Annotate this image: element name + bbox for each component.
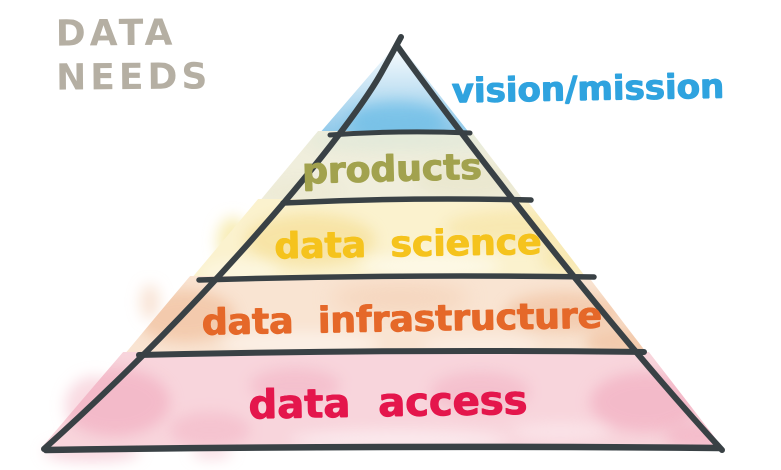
divider-products-science [280, 196, 534, 206]
pyramid-outline [41, 34, 725, 453]
label-vision-mission: vision/mission [451, 66, 725, 112]
divider-infrastructure-access [136, 348, 647, 358]
level-divider-lines [42, 129, 723, 454]
label-products: products [301, 146, 483, 193]
label-data-infrastructure: data infrastructure [201, 295, 603, 344]
pyramid-base-line [42, 443, 723, 454]
pyramid-left-edge [41, 34, 404, 452]
pyramid-right-edge [395, 44, 725, 453]
divider-science-infrastructure [196, 273, 597, 283]
label-data-access: data access [248, 377, 528, 429]
label-data-science: data science [274, 221, 542, 268]
divider-vision-products [327, 129, 473, 138]
